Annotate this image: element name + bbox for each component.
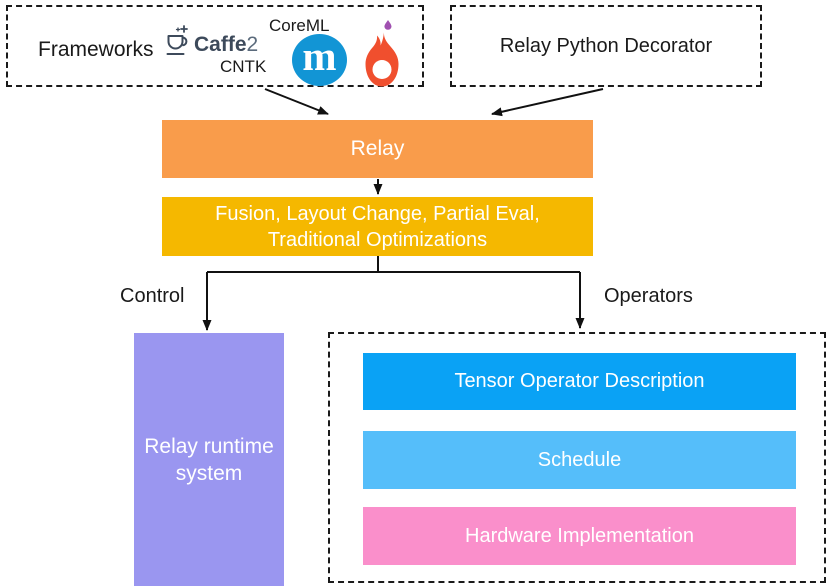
operators-branch-label: Operators — [604, 285, 693, 307]
flame-hole — [372, 60, 392, 79]
caffe2-wordmark-number: 2 — [246, 33, 259, 56]
branch-split-line — [207, 256, 580, 273]
caffe2-logo: Caffe2 — [165, 25, 258, 57]
relay-runtime-system-box: Relay runtime system — [134, 333, 284, 586]
hardware-implementation-label: Hardware Implementation — [465, 524, 694, 547]
caffe2-wordmark-name: Caffe — [194, 33, 247, 56]
mxnet-icon: m — [292, 34, 347, 86]
cntk-label: CNTK — [220, 57, 267, 76]
runtime-label-line1: Relay runtime — [144, 434, 274, 458]
optimizations-line2: Traditional Optimizations — [267, 228, 488, 251]
caffe2-wordmark: Caffe2 — [194, 33, 258, 57]
runtime-label-line2: system — [175, 461, 243, 485]
flame-logo-icon — [365, 20, 399, 87]
relay-box: Relay — [162, 120, 593, 178]
tensor-operator-description-box: Tensor Operator Description — [363, 353, 796, 410]
relay-python-decorator-box: Relay Python Decorator — [450, 5, 762, 87]
control-branch-label: Control — [120, 285, 185, 307]
arrow-frameworks-to-relay — [264, 88, 329, 115]
optimizations-box: Fusion, Layout Change, Partial Eval, Tra… — [162, 197, 593, 256]
flame-drop — [384, 20, 392, 30]
optimizations-line1: Fusion, Layout Change, Partial Eval, — [215, 202, 540, 225]
arrow-decorator-to-relay — [491, 88, 604, 117]
mxnet-letter: m — [302, 32, 337, 79]
schedule-label: Schedule — [537, 448, 622, 471]
coreml-label: CoreML — [269, 16, 330, 35]
tensor-operator-description-label: Tensor Operator Description — [454, 370, 705, 392]
frameworks-box: Frameworks Caffe2 CoreML CNTK m — [6, 5, 424, 87]
schedule-box: Schedule — [363, 431, 796, 489]
hardware-implementation-box: Hardware Implementation — [363, 507, 796, 565]
relay-label: Relay — [350, 137, 405, 160]
frameworks-label: Frameworks — [38, 38, 154, 61]
caffe2-cup-icon — [166, 25, 188, 55]
relay-python-decorator-label: Relay Python Decorator — [499, 34, 713, 57]
